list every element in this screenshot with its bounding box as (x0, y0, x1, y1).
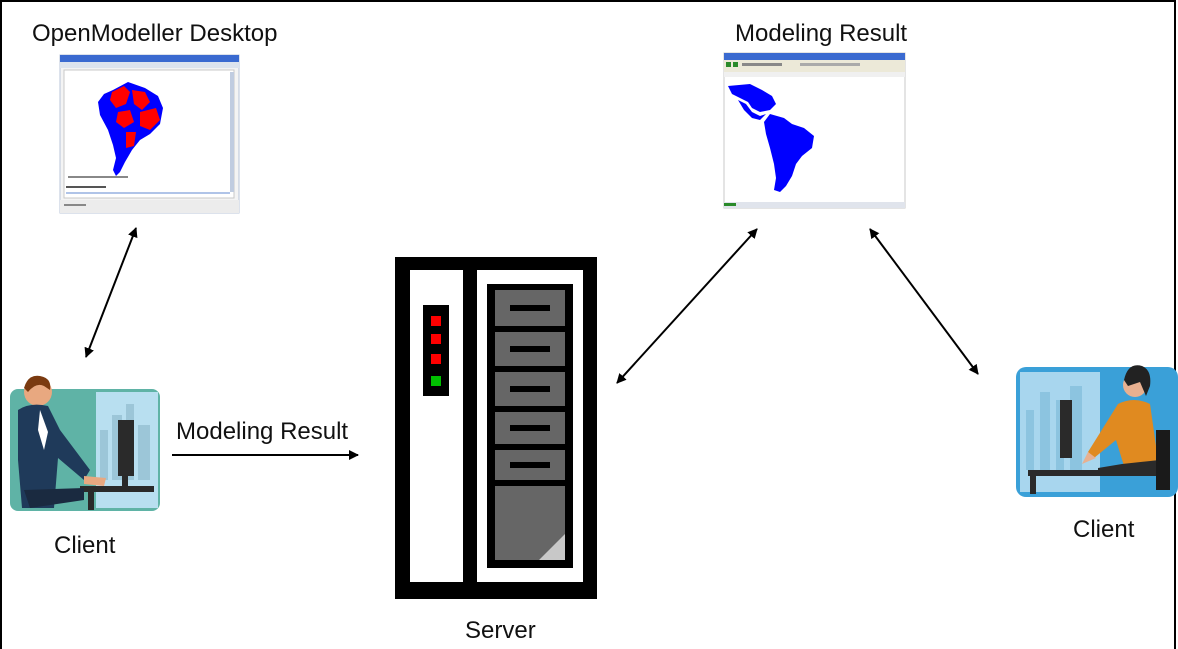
arrow-server-to-result (616, 228, 758, 384)
modeling-result-top-label: Modeling Result (735, 20, 908, 47)
client-right-label: Client (1073, 516, 1135, 543)
openmodeller-screenshot-icon (59, 54, 240, 214)
arrow-result-to-client-right (869, 228, 979, 375)
client-man-icon (10, 375, 160, 511)
modeling-result-screenshot-icon (723, 52, 906, 209)
server-rack-icon (395, 257, 597, 599)
modeling-result-arrow-label: Modeling Result (176, 418, 349, 445)
client-left-label: Client (54, 532, 116, 559)
openmodeller-desktop-label: OpenModeller Desktop (32, 20, 278, 47)
arrow-desktop-to-client (84, 227, 138, 358)
client-woman-icon (1016, 365, 1178, 497)
server-label: Server (465, 617, 536, 644)
